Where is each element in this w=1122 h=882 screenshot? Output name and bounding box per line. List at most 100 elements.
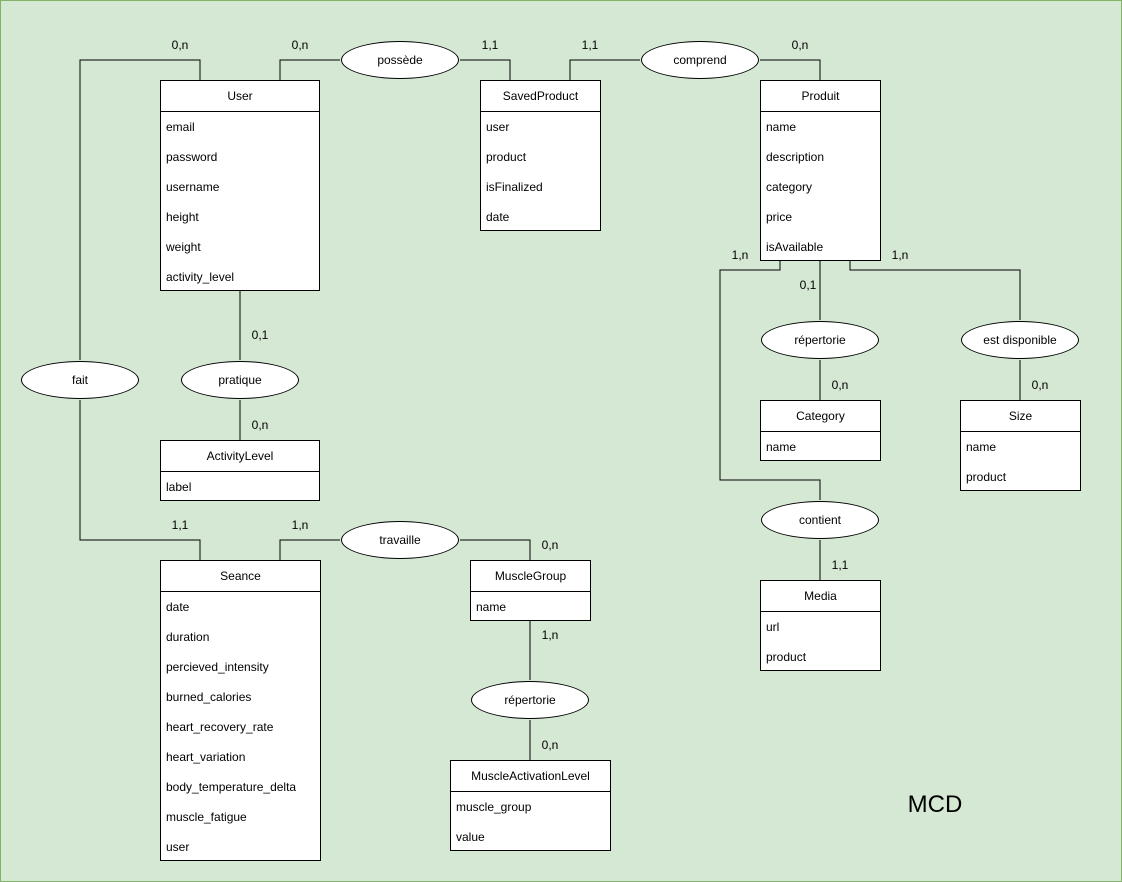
entity-produit[interactable]: Produit name description category price … bbox=[760, 80, 881, 261]
entity-media[interactable]: Media url product bbox=[760, 580, 881, 671]
edge-produit-est-disponible bbox=[849, 260, 1021, 320]
field-username: username bbox=[166, 180, 220, 194]
edge-travaille-musclegroup bbox=[460, 539, 531, 560]
field-heart-recovery-rate: heart_recovery_rate bbox=[166, 720, 274, 734]
relation-fait[interactable]: fait bbox=[21, 361, 139, 399]
entity-title: Category bbox=[761, 401, 880, 432]
field-value: value bbox=[456, 830, 485, 844]
cardinality-label: 1,1 bbox=[581, 38, 599, 52]
field-weight: weight bbox=[166, 240, 201, 254]
field-email: email bbox=[166, 120, 195, 134]
entity-user[interactable]: User email password username height weig… bbox=[160, 80, 320, 291]
cardinality-label: 1,1 bbox=[171, 518, 189, 532]
field-user: user bbox=[486, 120, 510, 134]
entity-fields: email password username height weight ac… bbox=[161, 112, 319, 292]
cardinality-label: 1,n bbox=[731, 248, 749, 262]
field-muscle-group: muscle_group bbox=[456, 800, 532, 814]
field-price: price bbox=[766, 210, 793, 224]
entity-activitylevel[interactable]: ActivityLevel label bbox=[160, 440, 320, 501]
entity-title: Seance bbox=[161, 561, 320, 592]
field-percieved-intensity: percieved_intensity bbox=[166, 660, 269, 674]
field-description: description bbox=[766, 150, 825, 164]
field-name: name bbox=[966, 440, 997, 454]
field-muscle-fatigue: muscle_fatigue bbox=[166, 810, 247, 824]
edge-savedproduct-comprend bbox=[569, 59, 640, 80]
relation-comprend[interactable]: comprend bbox=[641, 41, 759, 79]
edge-fait-seance bbox=[79, 400, 201, 560]
field-date: date bbox=[486, 210, 510, 224]
entity-fields: muscle_group value bbox=[451, 792, 610, 852]
relation-possede[interactable]: possède bbox=[341, 41, 459, 79]
edge-produit-contient bbox=[719, 260, 821, 500]
diagram-title: MCD bbox=[907, 791, 963, 818]
cardinality-label: 1,1 bbox=[831, 558, 849, 572]
edge-comprend-produit bbox=[760, 59, 821, 80]
entity-fields: user product isFinalized date bbox=[481, 112, 600, 232]
edge-seance-travaille bbox=[279, 539, 340, 560]
entity-fields: name description category price isAvaila… bbox=[761, 112, 880, 262]
entity-title: MuscleGroup bbox=[471, 561, 590, 592]
relation-est-disponible[interactable]: est disponible bbox=[961, 321, 1079, 359]
field-date: date bbox=[166, 600, 190, 614]
field-isavailable: isAvailable bbox=[766, 240, 824, 254]
edge-user-fait bbox=[79, 59, 201, 360]
entity-fields: name bbox=[471, 592, 590, 622]
entity-size[interactable]: Size name product bbox=[960, 400, 1081, 491]
cardinality-label: 0,n bbox=[791, 38, 809, 52]
entity-category[interactable]: Category name bbox=[760, 400, 881, 461]
cardinality-label: 0,n bbox=[171, 38, 189, 52]
cardinality-label: 0,n bbox=[831, 378, 849, 392]
field-product: product bbox=[766, 650, 807, 664]
cardinality-label: 1,n bbox=[891, 248, 909, 262]
relation-repertorie-category[interactable]: répertorie bbox=[761, 321, 879, 359]
relation-repertorie-muscle[interactable]: répertorie bbox=[471, 681, 589, 719]
field-activity-level: activity_level bbox=[166, 270, 235, 284]
entity-title: User bbox=[161, 81, 319, 112]
relation-travaille[interactable]: travaille bbox=[341, 521, 459, 559]
cardinality-label: 0,n bbox=[251, 418, 269, 432]
field-burned-calories: burned_calories bbox=[166, 690, 252, 704]
edge-possede-savedproduct bbox=[460, 59, 511, 80]
field-product: product bbox=[966, 470, 1007, 484]
field-name: name bbox=[766, 440, 797, 454]
entity-fields: date duration percieved_intensity burned… bbox=[161, 592, 320, 862]
field-label: label bbox=[166, 480, 192, 494]
edge-user-possede bbox=[279, 59, 340, 80]
field-body-temperature-delta: body_temperature_delta bbox=[166, 780, 297, 794]
field-isfinalized: isFinalized bbox=[486, 180, 543, 194]
entity-fields: url product bbox=[761, 612, 880, 672]
entity-fields: label bbox=[161, 472, 319, 502]
field-heart-variation: heart_variation bbox=[166, 750, 246, 764]
field-height: height bbox=[166, 210, 199, 224]
field-user: user bbox=[166, 840, 190, 854]
entity-title: Size bbox=[961, 401, 1080, 432]
field-duration: duration bbox=[166, 630, 210, 644]
entity-savedproduct[interactable]: SavedProduct user product isFinalized da… bbox=[480, 80, 601, 231]
entity-title: ActivityLevel bbox=[161, 441, 319, 472]
field-url: url bbox=[766, 620, 780, 634]
entity-title: Media bbox=[761, 581, 880, 612]
cardinality-label: 1,1 bbox=[481, 38, 499, 52]
entity-seance[interactable]: Seance date duration percieved_intensity… bbox=[160, 560, 321, 861]
cardinality-label: 0,1 bbox=[251, 328, 269, 342]
cardinality-label: 0,n bbox=[541, 538, 559, 552]
entity-musclegroup[interactable]: MuscleGroup name bbox=[470, 560, 591, 621]
relation-contient[interactable]: contient bbox=[761, 501, 879, 539]
entity-muscleactivationlevel[interactable]: MuscleActivationLevel muscle_group value bbox=[450, 760, 611, 851]
entity-title: MuscleActivationLevel bbox=[451, 761, 610, 792]
cardinality-label: 1,n bbox=[541, 628, 559, 642]
entity-title: Produit bbox=[761, 81, 880, 112]
cardinality-label: 0,n bbox=[1031, 378, 1049, 392]
entity-title: SavedProduct bbox=[481, 81, 600, 112]
field-name: name bbox=[476, 600, 507, 614]
cardinality-label: 0,n bbox=[541, 738, 559, 752]
field-category: category bbox=[766, 180, 813, 194]
field-name: name bbox=[766, 120, 797, 134]
relation-pratique[interactable]: pratique bbox=[181, 361, 299, 399]
field-product: product bbox=[486, 150, 527, 164]
entity-fields: name product bbox=[961, 432, 1080, 492]
field-password: password bbox=[166, 150, 218, 164]
entity-fields: name bbox=[761, 432, 880, 462]
